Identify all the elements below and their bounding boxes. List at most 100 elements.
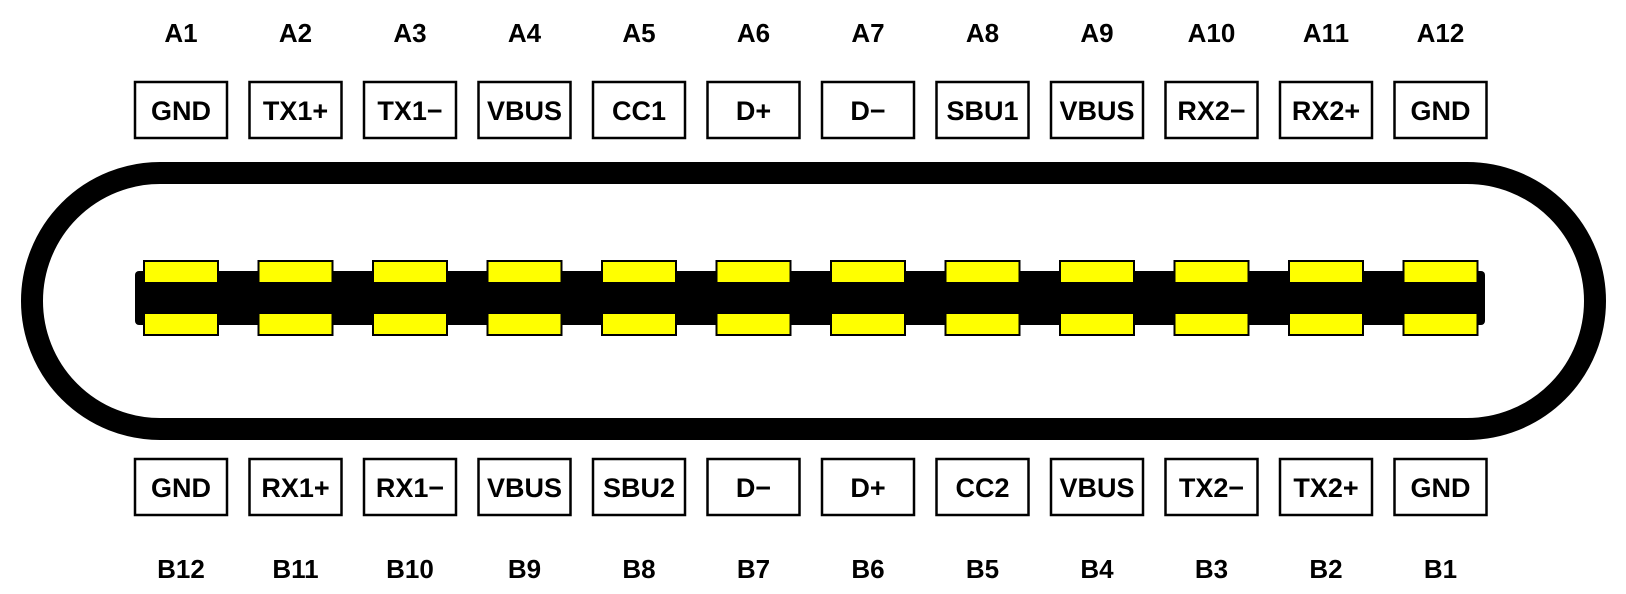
contact-a7: [830, 260, 906, 284]
signal-box: [1164, 457, 1259, 517]
signal-box: [477, 80, 572, 140]
signal-box: [1164, 80, 1259, 140]
signal-box: [1393, 80, 1488, 140]
signal-label: SBU2: [603, 473, 675, 503]
signal-label: D−: [736, 473, 771, 503]
pin-id-a11: A11: [1303, 18, 1349, 48]
signal-box: [248, 457, 343, 517]
pin-id-b5: B5: [966, 554, 999, 584]
signal-b11: RX1+: [248, 457, 343, 517]
signal-b12: GND: [133, 457, 229, 517]
pin-id-a5: A5: [622, 18, 655, 48]
signal-a1: GND: [133, 80, 229, 140]
contact-a10: [1173, 260, 1250, 284]
pin-id-b10: B10: [386, 554, 434, 584]
signal-label: GND: [151, 96, 211, 126]
signal-box: [820, 80, 916, 140]
contact-b6: [830, 312, 906, 336]
signal-a9: VBUS: [1049, 80, 1145, 140]
contact-a9: [1059, 260, 1135, 284]
row-b-signal-labels: GND RX1+ RX1− VBUS SBU2 D− D+ CC2 VBUS TX2− TX2+ GN…: [133, 457, 1488, 517]
signal-label: GND: [151, 473, 211, 503]
signal-label: VBUS: [1059, 473, 1134, 503]
pin-id-b11: B11: [272, 554, 318, 584]
signal-box: [591, 80, 687, 140]
pin-id-b6: B6: [851, 554, 884, 584]
signal-a7: D−: [820, 80, 916, 140]
signal-a6: D+: [706, 80, 801, 140]
signal-label: GND: [1411, 473, 1471, 503]
signal-label: RX1+: [261, 473, 329, 503]
contact-b10: [372, 312, 448, 336]
contact-a6: [715, 260, 792, 284]
signal-label: D+: [850, 473, 885, 503]
signal-box: [362, 80, 458, 140]
signal-label: D−: [850, 96, 885, 126]
signal-a10: RX2−: [1164, 80, 1259, 140]
signal-box: [133, 457, 229, 517]
signal-label: VBUS: [487, 473, 562, 503]
signal-label: VBUS: [487, 96, 562, 126]
signal-a2: TX1+: [248, 80, 343, 140]
pin-id-b1: B1: [1424, 554, 1457, 584]
signal-label: CC2: [955, 473, 1009, 503]
signal-box: [706, 457, 801, 517]
signal-box: [935, 80, 1030, 140]
contact-b4: [1059, 312, 1135, 336]
signal-b8: SBU2: [591, 457, 687, 517]
contact-a2: [257, 260, 334, 284]
pin-id-b2: B2: [1309, 554, 1342, 584]
contact-a3: [372, 260, 448, 284]
contact-tongue: [135, 271, 1485, 325]
signal-b5: CC2: [935, 457, 1030, 517]
contact-a8: [944, 260, 1021, 284]
contact-b11: [257, 312, 334, 336]
receptacle-outline: [21, 162, 1606, 440]
signal-label: TX1−: [377, 96, 442, 126]
signal-b9: VBUS: [477, 457, 572, 517]
signal-a4: VBUS: [477, 80, 572, 140]
signal-b6: D+: [820, 457, 916, 517]
pin-id-a3: A3: [393, 18, 426, 48]
signal-box: [1278, 80, 1374, 140]
pin-id-a1: A1: [164, 18, 197, 48]
signal-b10: RX1−: [362, 457, 458, 517]
contact-a4: [486, 260, 563, 284]
pin-id-a12: A12: [1417, 18, 1465, 48]
signal-box: [1049, 80, 1145, 140]
signal-b2: TX2+: [1278, 457, 1374, 517]
signal-label: TX1+: [263, 96, 328, 126]
signal-label: VBUS: [1059, 96, 1134, 126]
contact-a11: [1288, 260, 1364, 284]
signal-a12: GND: [1393, 80, 1488, 140]
pin-id-a6: A6: [737, 18, 770, 48]
signal-label: SBU1: [946, 96, 1018, 126]
signal-box: [362, 457, 458, 517]
signal-a3: TX1−: [362, 80, 458, 140]
signal-label: TX2−: [1179, 473, 1244, 503]
signal-box: [133, 80, 229, 140]
contact-a1: [143, 260, 219, 284]
signal-box: [591, 457, 687, 517]
pin-id-b9: B9: [508, 554, 541, 584]
signal-box: [820, 457, 916, 517]
signal-label: GND: [1411, 96, 1471, 126]
contact-b5: [944, 312, 1021, 336]
contact-b12: [143, 312, 219, 336]
pin-id-b3: B3: [1195, 554, 1228, 584]
signal-label: CC1: [612, 96, 666, 126]
pin-id-a2: A2: [279, 18, 312, 48]
signal-box: [1393, 457, 1488, 517]
contact-b9: [486, 312, 563, 336]
contact-a12: [1402, 260, 1479, 284]
signal-box: [248, 80, 343, 140]
signal-label: RX2−: [1177, 96, 1245, 126]
contacts: [143, 260, 1479, 336]
pin-id-a8: A8: [966, 18, 999, 48]
contact-b1: [1402, 312, 1479, 336]
contact-b2: [1288, 312, 1364, 336]
